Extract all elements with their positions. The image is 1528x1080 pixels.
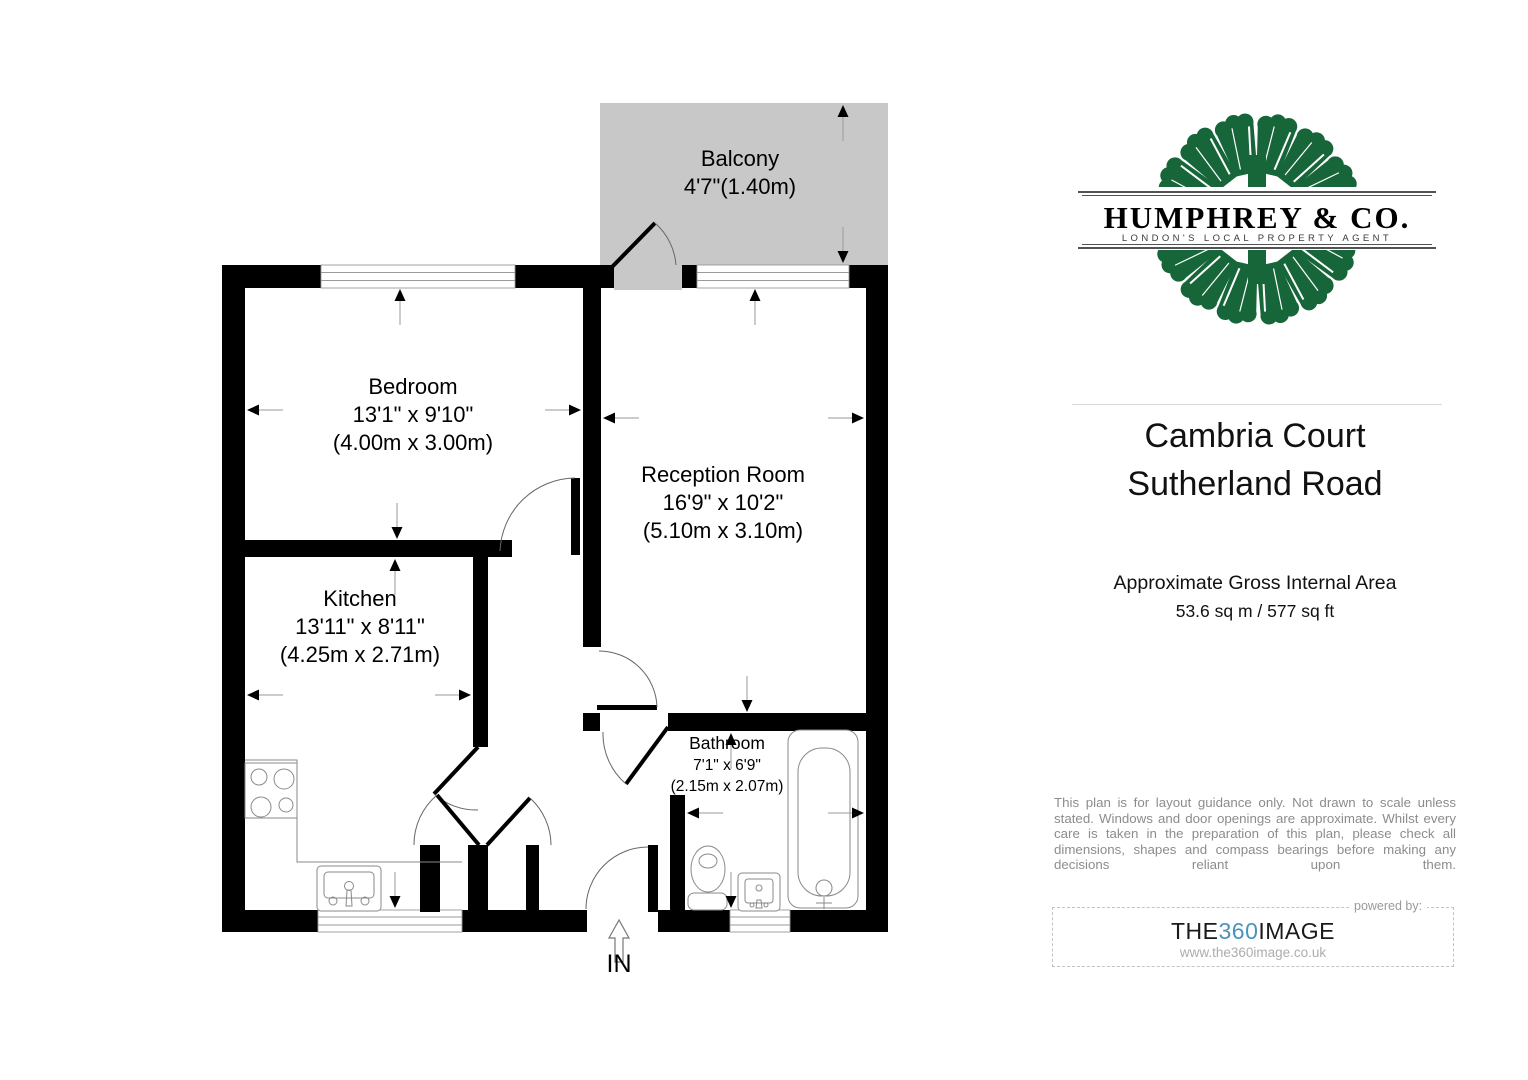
- room-dims-bathroom-imperial: 7'1" x 6'9": [693, 757, 761, 774]
- logo-fan-icon: [1151, 109, 1363, 329]
- section-divider: [1072, 404, 1442, 405]
- powered-by-label: powered by:: [1349, 899, 1428, 913]
- property-title: Cambria Court Sutherland Road: [1050, 412, 1460, 508]
- dim-arrow-down: [391, 502, 403, 540]
- entrance-label: IN: [607, 950, 632, 978]
- dim-arrow-up: [394, 288, 406, 326]
- room-label-kitchen: Kitchen: [323, 586, 396, 611]
- room-dims-kitchen-imperial: 13'11" x 8'11": [295, 614, 425, 639]
- room-dims-kitchen-metric: (4.25m x 2.71m): [280, 642, 440, 667]
- room-label-bedroom: Bedroom: [368, 374, 457, 399]
- doors: [413, 221, 677, 912]
- outer-walls: [222, 265, 888, 932]
- property-title-line1: Cambria Court: [1144, 417, 1366, 455]
- room-dims-bedroom-imperial: 13'1" x 9'10": [353, 402, 474, 427]
- dim-arrow-left: [246, 404, 284, 416]
- dim-arrow-left: [686, 807, 724, 819]
- logo-company-name: HUMPHREY & CO.: [1104, 200, 1411, 235]
- dim-arrow-right: [544, 404, 582, 416]
- area-heading: Approximate Gross Internal Area: [1113, 572, 1397, 594]
- room-label-bathroom: Bathroom: [689, 733, 765, 753]
- room-dims-balcony: 4'7"(1.40m): [684, 174, 796, 199]
- area-value: 53.6 sq m / 577 sq ft: [1175, 601, 1335, 621]
- bathroom-fixtures: [687, 729, 859, 912]
- dim-arrow-right: [434, 689, 472, 701]
- dim-arrow-up: [749, 288, 761, 326]
- dim-arrow-down: [741, 675, 753, 713]
- dim-arrow-down: [389, 871, 401, 909]
- logo-tagline: LONDON'S LOCAL PROPERTY AGENT: [1122, 233, 1392, 244]
- agency-logo: HUMPHREY & CO. LONDON'S LOCAL PROPERTY A…: [1072, 109, 1442, 329]
- brand-url: www.the360image.co.uk: [1179, 945, 1327, 960]
- entrance-arrow-icon: [607, 918, 631, 963]
- kitchen-fixtures: [244, 759, 462, 912]
- room-dims-bathroom-metric: (2.15m x 2.07m): [671, 778, 784, 795]
- disclaimer-text: This plan is for layout guidance only. N…: [1054, 795, 1456, 873]
- dim-arrow-left: [602, 412, 640, 424]
- inner-walls: [245, 288, 866, 912]
- room-dims-reception-imperial: 16'9" x 10'2": [663, 490, 784, 515]
- powered-by-box: powered by: THE360IMAGE www.the360image.…: [1052, 899, 1454, 967]
- brand-wordmark: THE360IMAGE: [1053, 918, 1453, 945]
- brand-part1: THE: [1171, 918, 1219, 944]
- room-label-balcony: Balcony: [701, 146, 779, 171]
- room-dims-bedroom-metric: (4.00m x 3.00m): [333, 430, 493, 455]
- brand-part2: 360: [1218, 918, 1259, 944]
- windows: [317, 264, 850, 933]
- balcony-area: [600, 103, 888, 290]
- dim-arrow-right: [827, 412, 865, 424]
- property-title-line2: Sutherland Road: [1127, 465, 1383, 503]
- brand-part3: IMAGE: [1258, 918, 1335, 944]
- dim-arrow-left: [246, 689, 284, 701]
- info-panel: HUMPHREY & CO. LONDON'S LOCAL PROPERTY A…: [1050, 0, 1460, 1080]
- room-label-reception: Reception Room: [641, 462, 805, 487]
- room-dims-reception-metric: (5.10m x 3.10m): [643, 518, 803, 543]
- floor-plan: Balcony 4'7"(1.40m) Bedroom 13'1" x 9'10…: [222, 103, 888, 978]
- entrance: IN: [607, 918, 632, 978]
